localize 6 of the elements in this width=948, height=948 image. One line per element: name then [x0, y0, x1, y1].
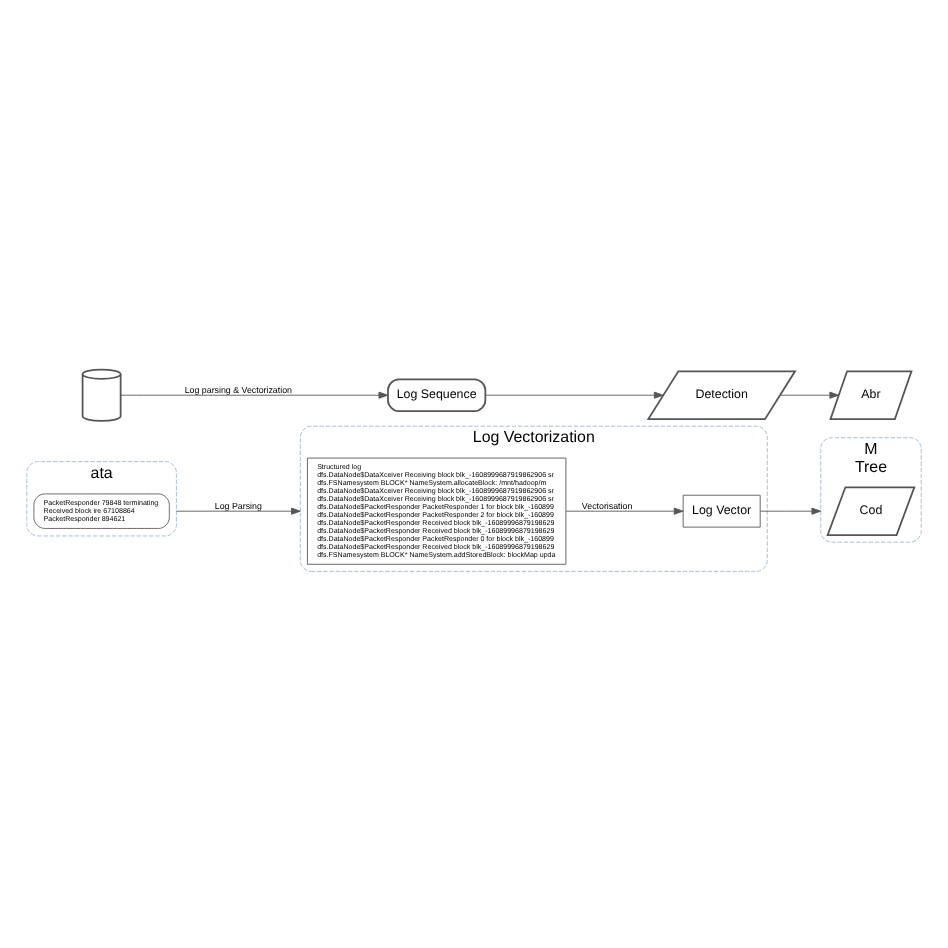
- arrow: [485, 391, 664, 399]
- arrow: [780, 391, 840, 399]
- arrow: [565, 507, 684, 515]
- arrow: [120, 391, 389, 399]
- arrow: [760, 507, 822, 515]
- arrow: [175, 507, 301, 515]
